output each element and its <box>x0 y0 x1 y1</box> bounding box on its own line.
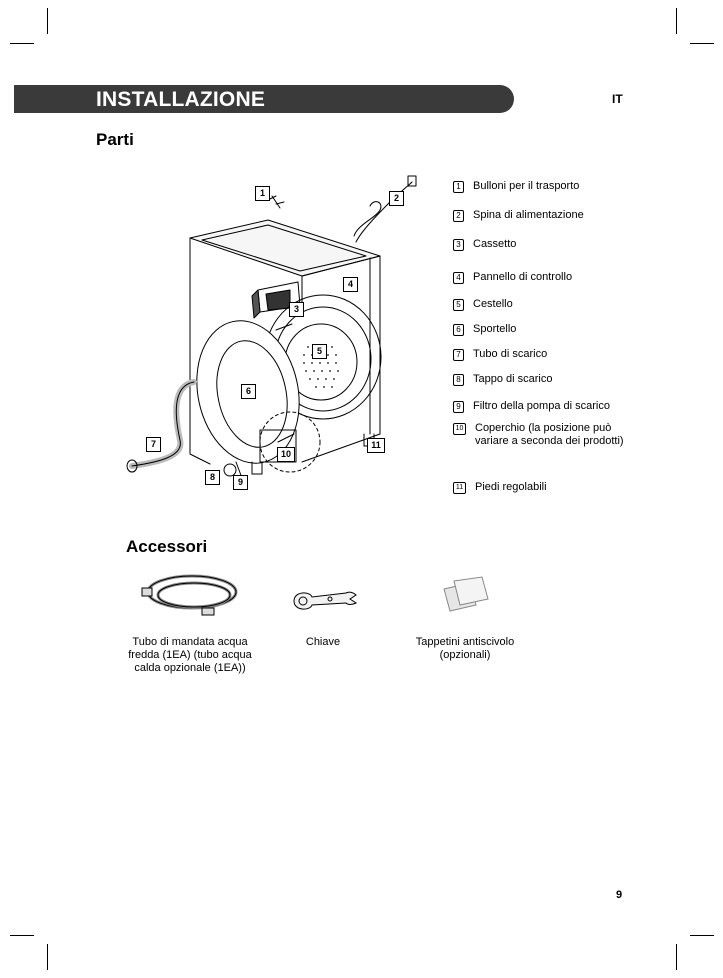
crop-mark <box>676 8 677 34</box>
callout-10: 10 <box>277 447 295 462</box>
part-label: Cassetto <box>473 238 517 250</box>
item-number: 9 <box>453 401 464 413</box>
item-number: 11 <box>453 482 466 494</box>
item-number: 2 <box>453 210 464 222</box>
list-item: 1 Bulloni per il trasporto <box>453 180 653 193</box>
water-hose-icon <box>141 574 238 616</box>
callout-3: 3 <box>289 302 304 317</box>
page-number: 9 <box>616 889 623 901</box>
list-item: 5 Cestello <box>453 298 653 311</box>
list-item: 3 Cassetto <box>453 238 653 251</box>
crop-mark <box>676 944 677 970</box>
callout-8: 8 <box>205 470 220 485</box>
list-item: 4 Pannello di controllo <box>453 271 653 284</box>
list-item: 8 Tappo di scarico <box>453 373 653 386</box>
part-label: Bulloni per il trasporto <box>473 180 580 192</box>
callout-11: 11 <box>367 438 385 453</box>
section-title: INSTALLAZIONE <box>96 88 266 111</box>
section-header-bar <box>14 85 514 113</box>
part-label: Piedi regolabili <box>475 481 547 493</box>
language-code: IT <box>612 92 623 106</box>
callout-6: 6 <box>241 384 256 399</box>
item-number: 6 <box>453 324 464 336</box>
part-label: Cestello <box>473 298 513 310</box>
item-number: 8 <box>453 374 464 386</box>
accessory-label-pads: Tappetini antiscivolo (opzionali) <box>415 636 515 661</box>
item-number: 10 <box>453 423 466 435</box>
accessory-label-key: Chiave <box>305 636 341 648</box>
list-item: 10 Coperchio (la posizione può variare a… <box>453 422 653 448</box>
callout-9: 9 <box>233 475 248 490</box>
part-label: Spina di alimentazione <box>473 209 584 221</box>
callout-7: 7 <box>146 437 161 452</box>
crop-mark <box>690 43 714 44</box>
crop-mark <box>47 8 48 34</box>
crop-mark <box>10 43 34 44</box>
parts-heading: Parti <box>96 130 134 149</box>
part-label: Pannello di controllo <box>473 271 573 283</box>
part-label: Sportello <box>473 323 517 335</box>
crop-mark <box>690 935 714 936</box>
accessories-heading: Accessori <box>126 537 208 556</box>
crop-mark <box>10 935 34 936</box>
anti-slip-pads-icon <box>443 576 489 612</box>
list-item: 6 Sportello <box>453 323 653 336</box>
callout-2: 2 <box>389 191 404 206</box>
list-item: 7 Tubo di scarico <box>453 348 653 361</box>
list-item: 9 Filtro della pompa di scarico <box>453 400 653 413</box>
callout-5: 5 <box>312 344 327 359</box>
accessory-label-hose: Tubo di mandata acqua fredda (1EA) (tubo… <box>128 636 252 674</box>
crop-mark <box>47 944 48 970</box>
part-label: Filtro della pompa di scarico <box>473 400 610 412</box>
item-number: 1 <box>453 181 464 193</box>
callout-4: 4 <box>343 277 358 292</box>
list-item: 2 Spina di alimentazione <box>453 209 653 222</box>
item-number: 3 <box>453 239 464 251</box>
list-item: 11 Piedi regolabili <box>453 481 653 494</box>
callout-1: 1 <box>255 186 270 201</box>
item-number: 7 <box>453 349 464 361</box>
part-label: Coperchio (la posizione può variare a se… <box>475 422 624 447</box>
wrench-icon <box>293 591 357 610</box>
part-label: Tappo di scarico <box>473 373 553 385</box>
item-number: 5 <box>453 299 464 311</box>
part-label: Tubo di scarico <box>473 348 548 360</box>
item-number: 4 <box>453 272 464 284</box>
